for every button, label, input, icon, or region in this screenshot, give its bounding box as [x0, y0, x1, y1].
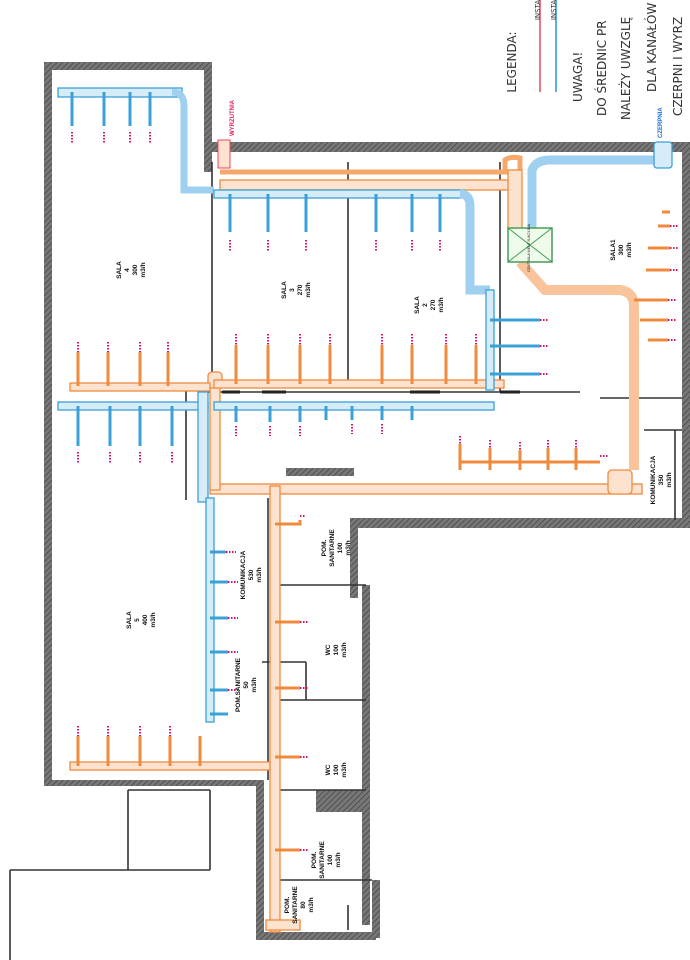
- svg-text:POM.: POM.: [321, 540, 328, 557]
- svg-text:SALA1: SALA1: [610, 239, 617, 261]
- room-label-wc-top: WC 100 m3/h: [325, 642, 348, 657]
- svg-text:KOMUNIKACJA: KOMUNIKACJA: [240, 550, 247, 599]
- legend-note2: NALEŻY UWZGLĘ: [618, 17, 633, 120]
- svg-text:50: 50: [243, 681, 250, 689]
- svg-text:WC: WC: [325, 644, 332, 655]
- svg-text:m3/h: m3/h: [256, 567, 263, 582]
- svg-text:4: 4: [124, 268, 131, 272]
- svg-text:m3/h: m3/h: [345, 540, 352, 555]
- room-label-komunikacja350: KOMUNIKACJA 350 m3/h: [650, 455, 673, 504]
- svg-text:SALA: SALA: [281, 281, 288, 299]
- building-walls: [44, 62, 690, 940]
- svg-text:m3/h: m3/h: [308, 897, 315, 912]
- svg-text:SALA: SALA: [126, 611, 133, 629]
- svg-text:530: 530: [248, 569, 255, 580]
- svg-text:POM.: POM.: [284, 897, 291, 914]
- room-label-pom-sanitarne-50: POM.SANITARNE 50 m3/h: [235, 657, 258, 712]
- svg-text:100: 100: [337, 542, 344, 553]
- svg-text:m3/h: m3/h: [438, 297, 445, 312]
- exhaust-ducts: [57, 87, 673, 723]
- exhaust-label: WYRZUTNIA: [230, 99, 236, 136]
- room-label-pom-sanitarne-100-bottom: POM. SANITARNE 100 m3/h: [311, 841, 342, 879]
- room-label-sala4: SALA 4 300 m3/h: [116, 261, 147, 279]
- legend-line1: INSTA: [534, 0, 542, 20]
- exhaust-outlet: WYRZUTNIA: [217, 99, 236, 169]
- svg-text:m3/h: m3/h: [150, 612, 157, 627]
- svg-text:270: 270: [430, 299, 437, 310]
- svg-text:270: 270: [297, 284, 304, 295]
- svg-text:300: 300: [132, 264, 139, 275]
- room-label-wc-bottom: WC 100 m3/h: [325, 762, 348, 777]
- unit-label: CENTRALA WENTYLACYJNA: [527, 223, 531, 272]
- svg-text:POM.: POM.: [311, 852, 318, 869]
- legend-warning: UWAGA!: [571, 52, 585, 102]
- ventilation-unit: CENTRALA WENTYLACYJNA: [507, 223, 553, 272]
- svg-text:100: 100: [327, 854, 334, 865]
- legend-note1: DO ŚREDNIC PR: [594, 20, 609, 116]
- svg-text:m3/h: m3/h: [335, 852, 342, 867]
- exhaust-branches: [70, 92, 540, 716]
- svg-text:KOMUNIKACJA: KOMUNIKACJA: [650, 455, 657, 504]
- svg-text:m3/h: m3/h: [140, 262, 147, 277]
- supply-branches: [76, 210, 670, 852]
- interior-walls: [9, 162, 682, 960]
- svg-text:m3/h: m3/h: [666, 472, 673, 487]
- legend-note3: DLA KANAŁÓW N: [644, 0, 659, 92]
- legend: LEGENDA: INSTA INSTA UWAGA! DO ŚREDNIC P…: [505, 0, 685, 120]
- svg-text:m3/h: m3/h: [341, 642, 348, 657]
- svg-text:m3/h: m3/h: [305, 282, 312, 297]
- svg-text:100: 100: [333, 644, 340, 655]
- svg-text:400: 400: [142, 614, 149, 625]
- svg-text:SANITARNE: SANITARNE: [319, 841, 326, 879]
- svg-text:POM.SANITARNE: POM.SANITARNE: [235, 657, 242, 712]
- room-label-sala1: SALA1 300 m3/h: [610, 239, 633, 261]
- svg-text:80: 80: [300, 901, 307, 909]
- legend-title: LEGENDA:: [505, 31, 519, 92]
- svg-text:SANITARNE: SANITARNE: [292, 886, 299, 924]
- intake-inlet: CZERPNIA: [658, 107, 664, 138]
- room-label-pom-sanitarne-80: POM. SANITARNE 80 m3/h: [284, 886, 315, 924]
- svg-text:2: 2: [422, 303, 429, 307]
- svg-text:300: 300: [618, 244, 625, 255]
- svg-text:SALA: SALA: [116, 261, 123, 279]
- svg-text:m3/h: m3/h: [341, 762, 348, 777]
- room-label-komunikacja530: KOMUNIKACJA 530 m3/h: [240, 550, 263, 599]
- svg-text:5: 5: [134, 618, 141, 622]
- svg-text:m3/h: m3/h: [251, 677, 258, 692]
- diffusers: [71, 132, 678, 851]
- room-label-sala2: SALA 2 270 m3/h: [414, 296, 445, 314]
- svg-text:350: 350: [658, 474, 665, 485]
- legend-note4: CZERPNI I WYRZ: [671, 17, 685, 116]
- legend-line2: INSTA: [550, 0, 558, 20]
- svg-text:WC: WC: [325, 764, 332, 775]
- svg-text:m3/h: m3/h: [626, 242, 633, 257]
- room-label-pom-sanitarne-100-top: POM. SANITARNE 100 m3/h: [321, 529, 352, 567]
- svg-text:SALA: SALA: [414, 296, 421, 314]
- svg-text:SANITARNE: SANITARNE: [329, 529, 336, 567]
- svg-text:3: 3: [289, 288, 296, 292]
- intake-label: CZERPNIA: [658, 107, 664, 138]
- svg-text:100: 100: [333, 764, 340, 775]
- room-label-sala3: SALA 3 270 m3/h: [281, 281, 312, 299]
- room-label-sala5: SALA 5 400 m3/h: [126, 611, 157, 629]
